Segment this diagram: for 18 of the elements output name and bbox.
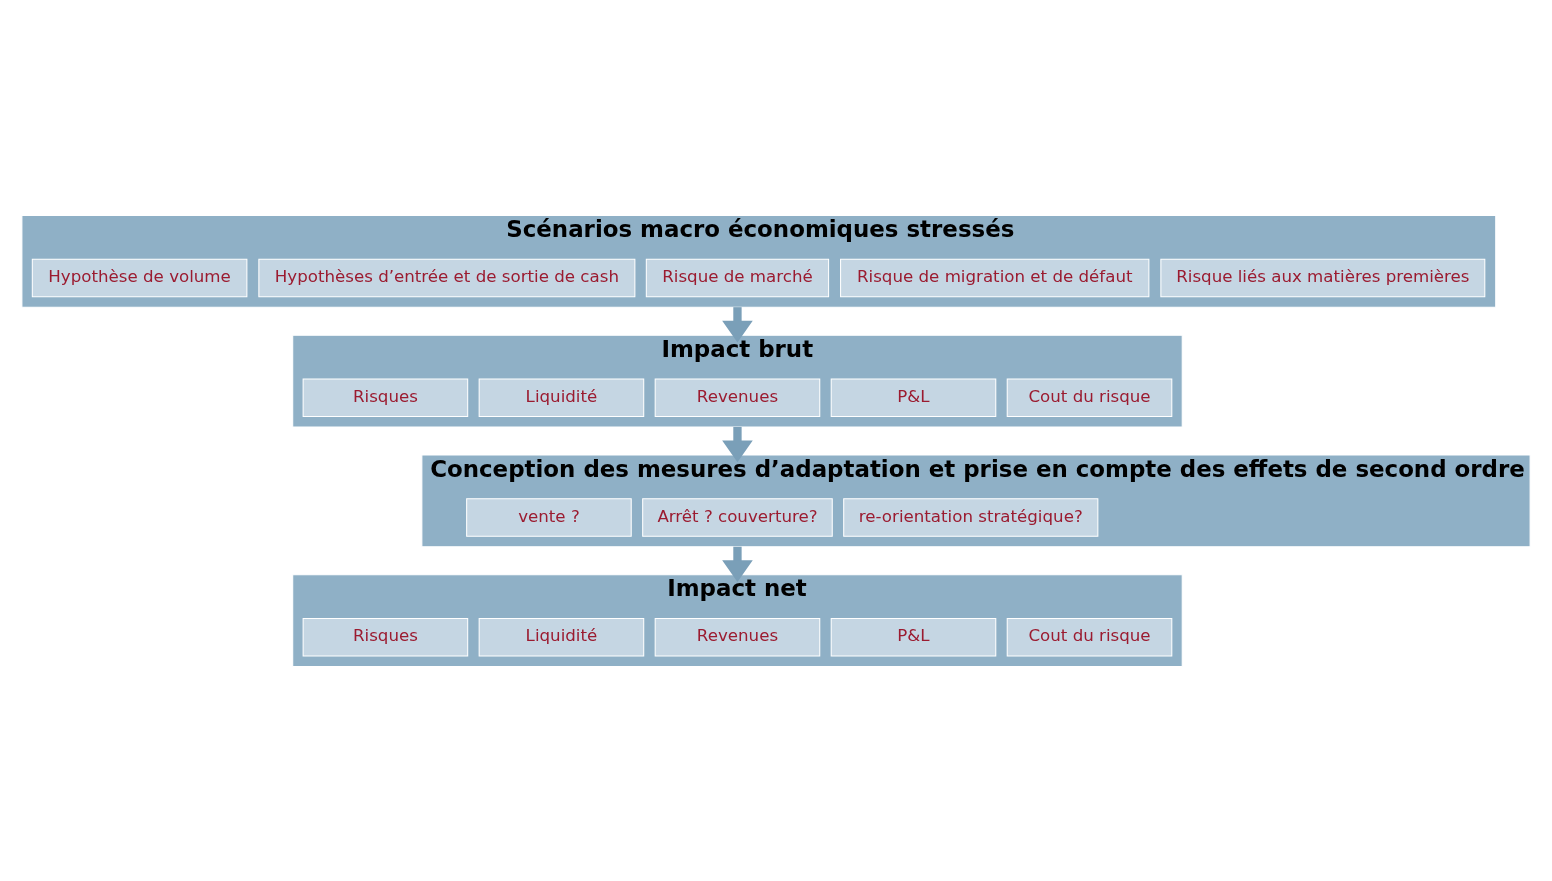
node-box: Liquidité	[478, 378, 645, 417]
node-box: P&L	[830, 378, 997, 417]
node-box: Liquidité	[478, 617, 645, 657]
node-box: Hypothèse de volume	[31, 258, 248, 297]
node-box: Revenues	[654, 617, 821, 657]
node-box: Risque liés aux matières premières	[1160, 258, 1486, 297]
node-box: P&L	[830, 617, 997, 657]
node-box: Cout du risque	[1006, 617, 1173, 657]
node-box: Risque de marché	[645, 258, 830, 297]
node-box: Risques	[302, 378, 469, 417]
node-box: Revenues	[654, 378, 821, 417]
node-box: Cout du risque	[1006, 378, 1173, 417]
node-box: Arrêt ? couverture?	[642, 497, 833, 537]
node-box: vente ?	[466, 497, 632, 537]
node-box: Hypothèses d’entrée et de sortie de cash	[258, 258, 636, 297]
node-box: re-orientation stratégique?	[843, 497, 1099, 537]
node-box: Risque de migration et de défaut	[840, 258, 1150, 297]
node-box: Risques	[302, 617, 469, 657]
